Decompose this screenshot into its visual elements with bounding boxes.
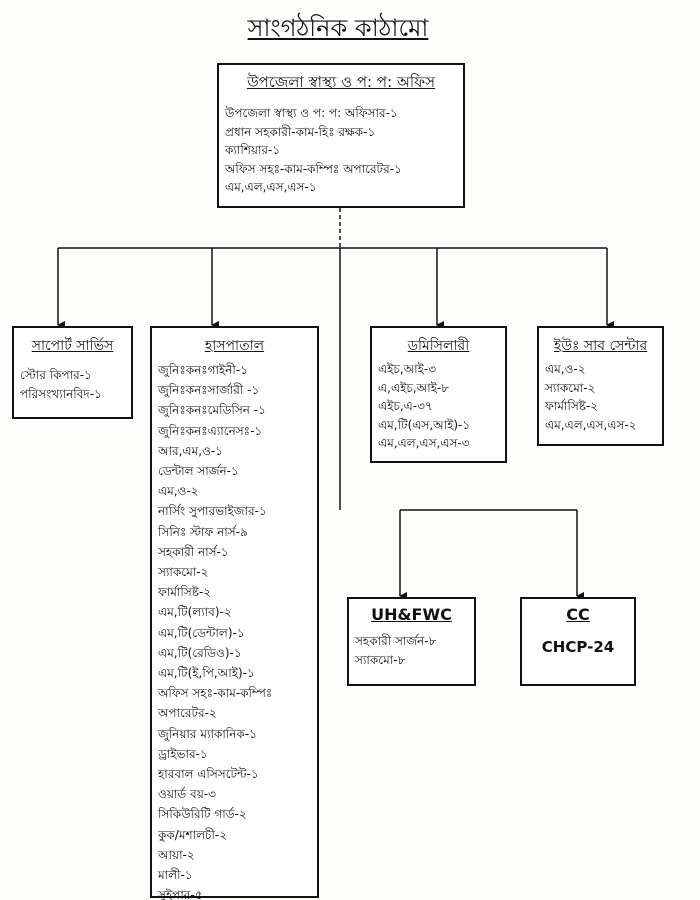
staff-list-item: কুক/মশালচী-২: [158, 827, 228, 842]
staff-list-item: ডেন্টাল সার্জন-১: [158, 464, 239, 479]
staff-list-item: আর,এম,ও-১: [158, 443, 223, 458]
staff-list-item: ফার্মাসিষ্ট-২: [158, 585, 212, 600]
staff-list-item: এম,এল,এস,এস-২: [545, 417, 637, 432]
page-title: সাংগঠনিক কাঠামো: [247, 14, 429, 42]
staff-list-item: উপজেলা স্বাস্থ্য ও প: প: অফিসার-১: [225, 106, 398, 120]
box-heading: সাপোর্ট সার্ভিস: [31, 338, 114, 354]
chcp-count: CHCP-24: [541, 638, 615, 656]
domiciliary-box: ডমিসিলারী এইচ,আই-৩ এ,এইচ,আই-৮ এইচ,এ-৩৭ এম,ট…: [370, 326, 507, 463]
staff-list-item: ওয়ার্ড বয়-৩: [158, 787, 216, 802]
staff-list-item: এম,ও-২: [158, 484, 199, 499]
box-heading: UH&FWC: [371, 605, 452, 624]
staff-list-item: অফিস সহঃ-কাম-কম্পিঃ অপারেটর-১: [225, 161, 402, 176]
staff-list-item: স্যাকমো-২: [545, 380, 596, 395]
staff-list-item: সহকারী নার্স-১: [158, 544, 229, 559]
staff-list-item: এম,টি(রেডিও)-১: [158, 645, 242, 660]
staff-list-item: অপারেটর-২: [158, 706, 217, 721]
support-service-box: সাপোর্ট সার্ভিস স্টোর কিপার-১ পরিসংখ্যানব…: [12, 326, 133, 419]
staff-list-item: অফিস সহঃ-কাম-কম্পিঃ: [158, 686, 273, 701]
box-heading: উপজেলা স্বাস্থ্য ও প: প: অফিস: [246, 73, 436, 91]
staff-list-item: জুনিয়ার ম্যাকানিক-১: [158, 726, 257, 741]
staff-list-item: এইচ,এ-৩৭: [378, 399, 433, 414]
box-heading: CC: [566, 605, 590, 624]
staff-list-item: ফার্মাসিষ্ট-২: [545, 399, 599, 414]
hospital-box: হাসপাতাল জুনিঃকনঃগাইনী-১ জুনিঃকনঃসার্জারী…: [150, 326, 319, 900]
staff-list-item: এম,টি(ল্যাব)-২: [158, 605, 232, 620]
staff-list-item: প্রধান সহকারী-কাম-হিঃ রক্ষক-১: [225, 124, 376, 139]
staff-list-item: জুনিঃকনঃমেডিসিন -১: [158, 403, 266, 418]
box-heading: ইউঃ সাব সেন্টার: [553, 338, 648, 354]
staff-list-item: ক্যাশিয়ার-১: [225, 143, 281, 158]
staff-list-item: ড্রাইভার-১: [158, 746, 208, 761]
staff-list-item: সুইপার-৫: [158, 888, 203, 900]
staff-list-item: সিনিঃ স্টাফ নার্স-৯: [158, 524, 248, 539]
staff-list-item: এম,টি(এস,আই)-১: [378, 417, 471, 432]
staff-list-item: সিকিউরিটি গার্ড-২: [158, 807, 247, 822]
staff-list-item: সহকারী সার্জন-৮: [355, 634, 437, 648]
box-heading: হাসপাতাল: [204, 338, 265, 354]
staff-list-item: এইচ,আই-৩: [378, 362, 437, 376]
staff-list-item: স্যাকমো-২: [158, 565, 209, 580]
box-heading: ডমিসিলারী: [407, 338, 470, 354]
staff-list-item: মালী-১: [158, 868, 193, 883]
staff-list-item: হারবাল এসিসটেন্ট-১: [158, 767, 259, 782]
union-subcenter-box: ইউঃ সাব সেন্টার এম,ও-২ স্যাকমো-২ ফার্মাসিষ…: [537, 326, 664, 446]
staff-list-item: এম,ও-২: [545, 362, 586, 376]
staff-list-item: জুনিঃকনঃগাইনী-১: [158, 363, 248, 377]
staff-list-item: স্টোর কিপার-১: [20, 368, 92, 382]
staff-list-item: জুনিঃকনঃএ্যানেসঃ-১: [158, 423, 263, 438]
staff-list-item: জুনিঃকনঃসার্জারী -১: [158, 383, 260, 398]
staff-list-item: এম,টি(ডেন্টাল)-১: [158, 625, 245, 640]
uhfwc-box: UH&FWC সহকারী সার্জন-৮ স্যাকমো-৮: [347, 597, 476, 686]
staff-list-item: এম,টি(ই,পি,আই)-১: [158, 666, 255, 681]
staff-list-item: এম,এল,এস,এস-৩: [378, 436, 470, 451]
staff-list-item: আয়া-২: [158, 847, 195, 862]
staff-list-item: পরিসংখ্যানবিদ-১: [20, 386, 102, 401]
staff-list-item: এ,এইচ,আই-৮: [378, 380, 449, 395]
staff-list-item: এম,এল,এস,এস-১: [225, 180, 317, 195]
staff-list-item: স্যাকমো-৮: [355, 652, 406, 667]
cc-box: CC CHCP-24: [520, 597, 636, 686]
staff-list-item: নার্সিং সুপারভাইজার-১: [158, 504, 267, 519]
upazila-office-box: উপজেলা স্বাস্থ্য ও প: প: অফিস উপজেলা স্ব…: [217, 63, 465, 208]
